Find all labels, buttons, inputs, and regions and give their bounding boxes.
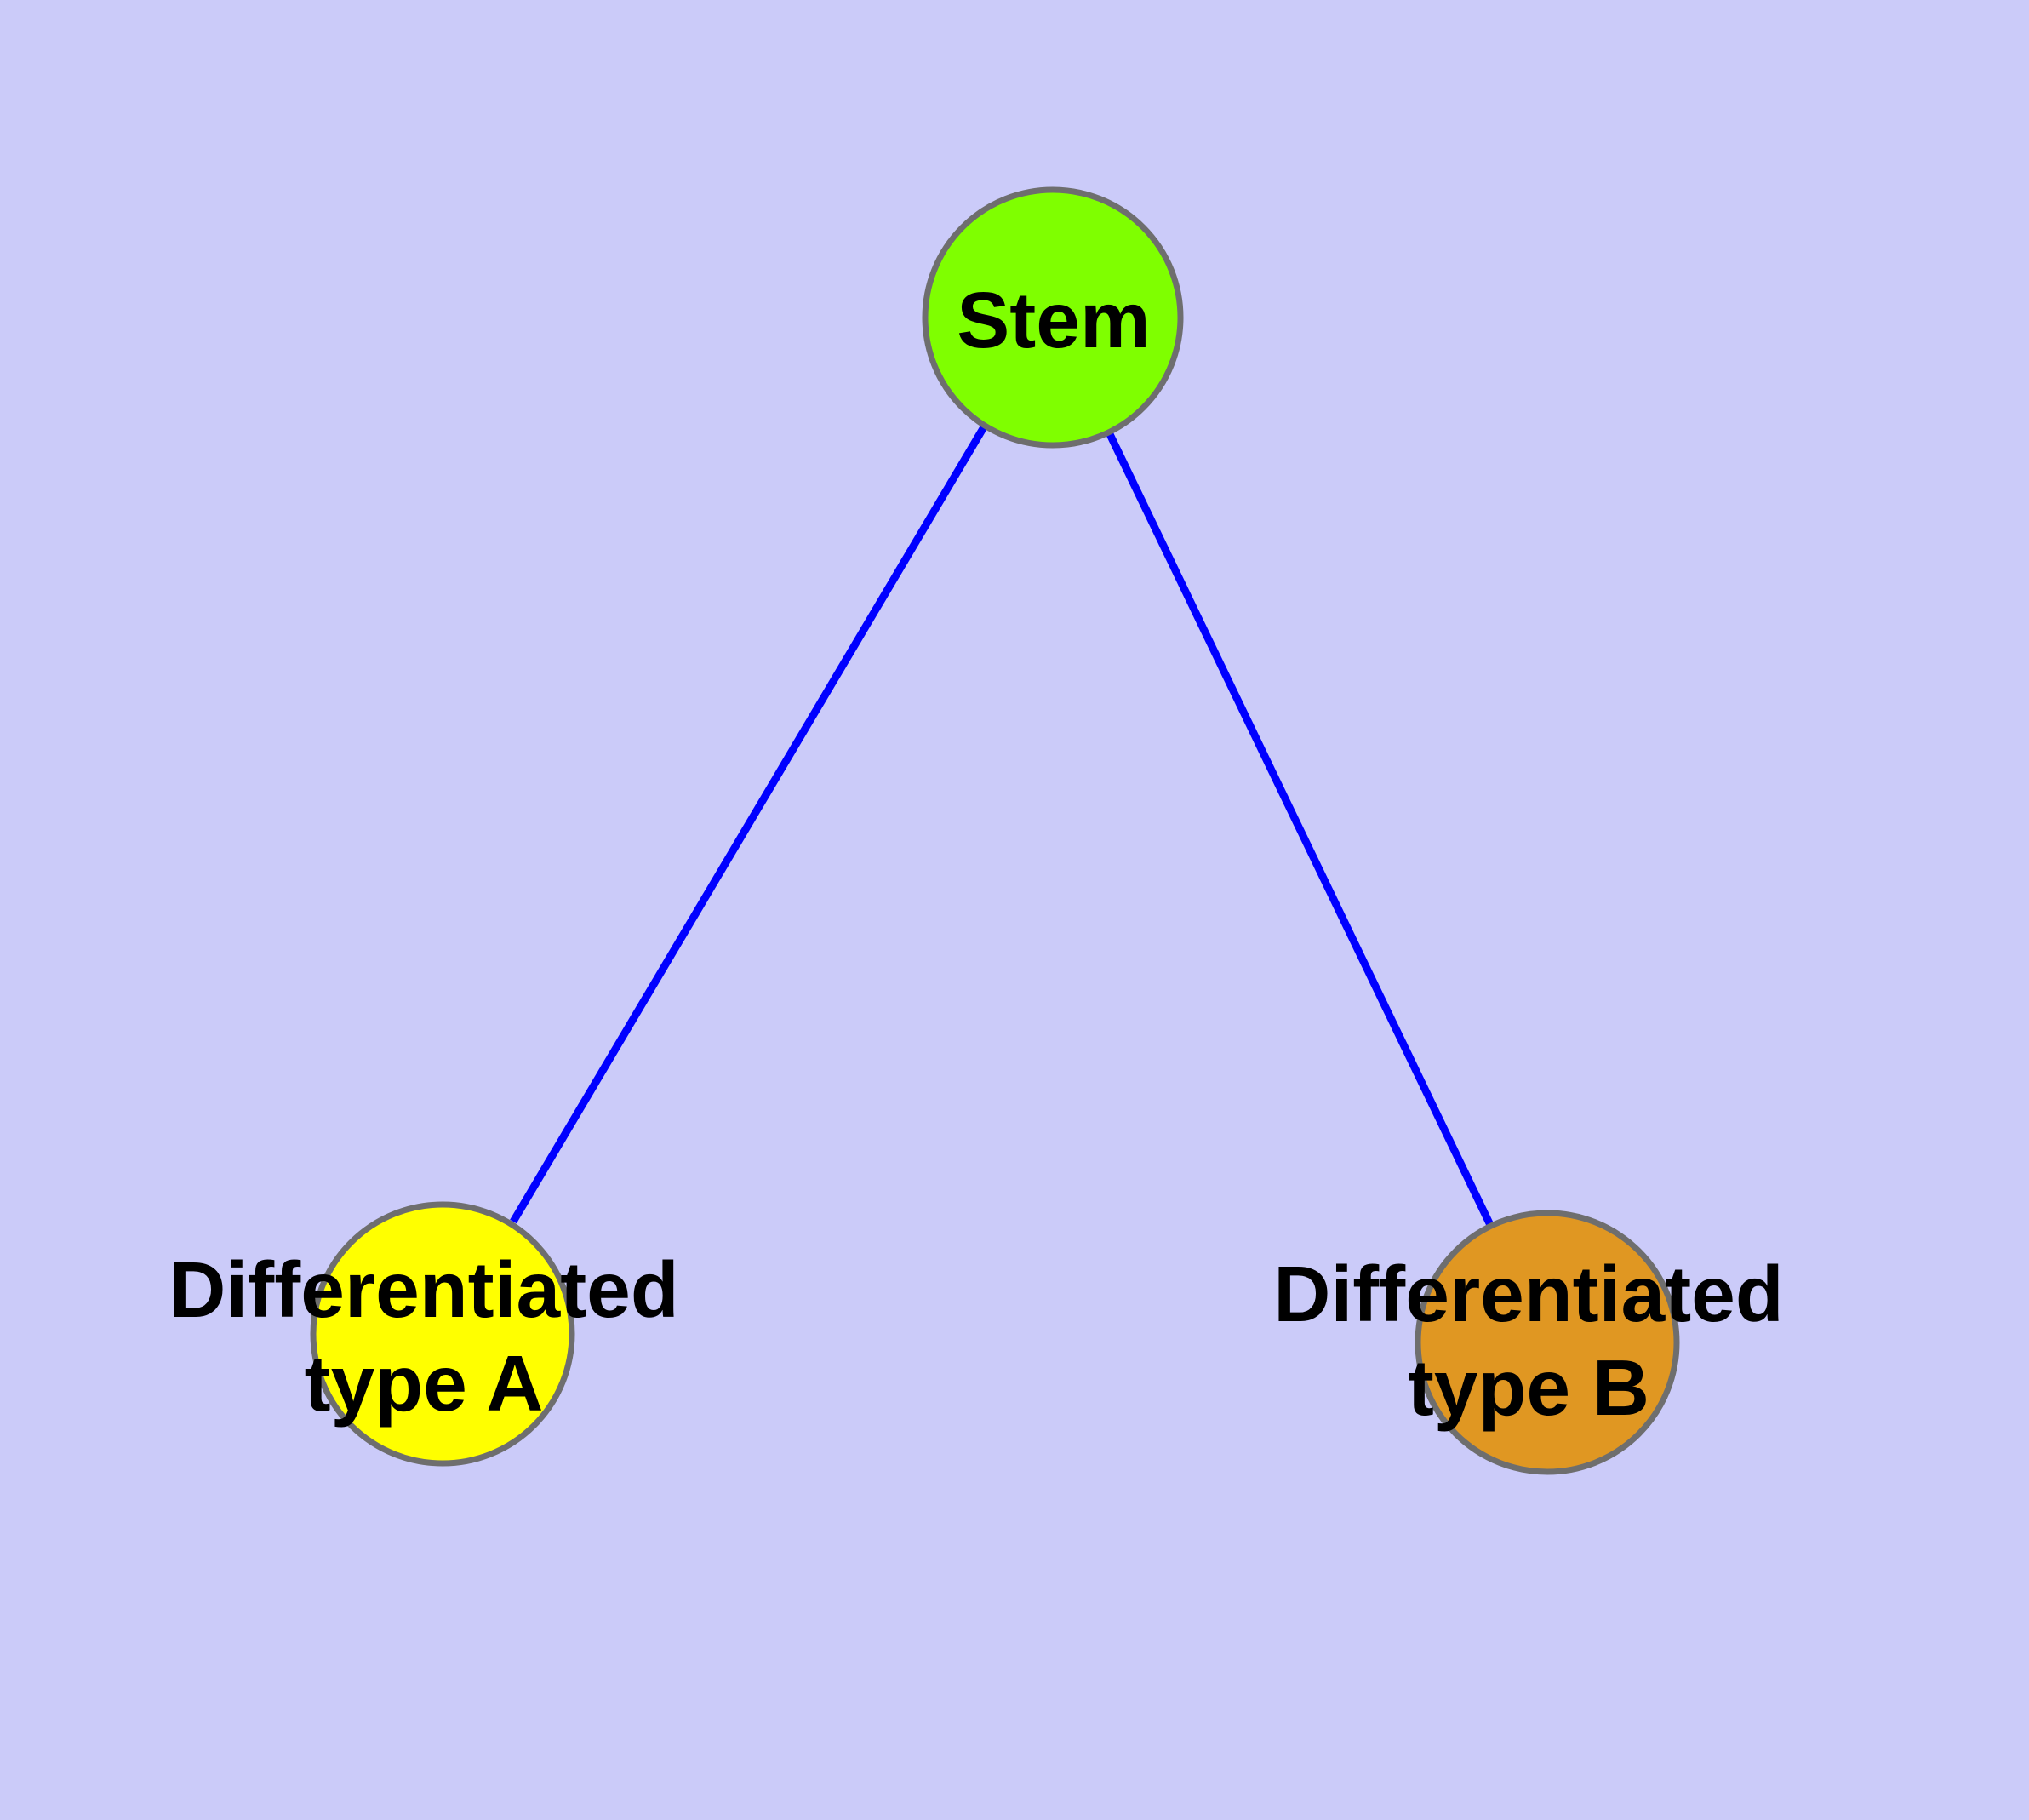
node-label-line: Stem — [957, 276, 1150, 364]
node-label-line: type A — [305, 1339, 544, 1428]
edge-stem-to-diff-a[interactable] — [510, 423, 988, 1224]
node-label-line: type B — [1408, 1343, 1649, 1432]
nodes-layer — [310, 186, 1680, 1475]
node-label-line: Differentiated — [1273, 1250, 1783, 1338]
node-diff-a[interactable] — [310, 1201, 575, 1467]
node-diff-b[interactable] — [1415, 1210, 1680, 1475]
node-label-line: Differentiated — [169, 1245, 678, 1334]
edges-layer — [510, 423, 1495, 1227]
node-label-stem: Stem — [957, 276, 1150, 364]
node-stem[interactable] — [922, 186, 1184, 449]
edge-stem-to-diff-b[interactable] — [1105, 431, 1495, 1227]
